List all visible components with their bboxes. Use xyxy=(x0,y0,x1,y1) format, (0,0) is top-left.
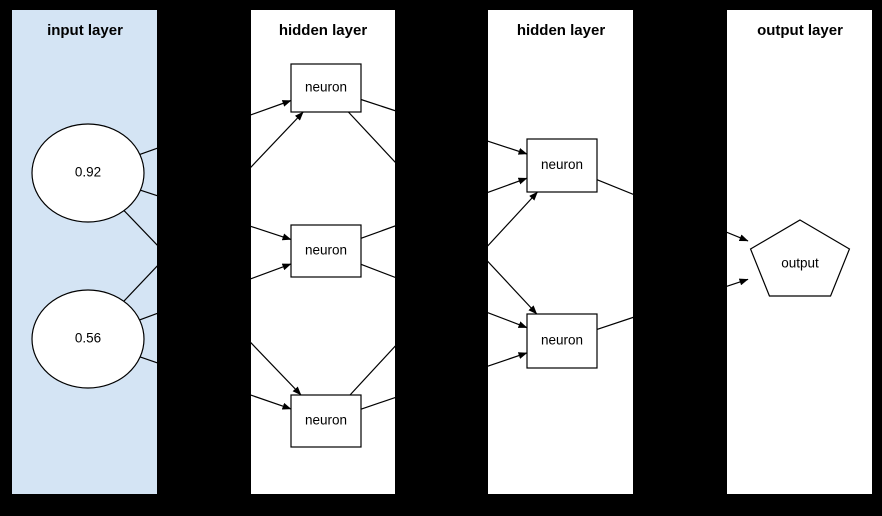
node-label-in2: 0.56 xyxy=(75,331,101,346)
node-out1[interactable] xyxy=(749,219,851,297)
node-h1a[interactable] xyxy=(290,63,362,113)
node-label-h1c: neuron xyxy=(305,413,347,428)
node-in1[interactable] xyxy=(31,123,145,223)
node-h1b[interactable] xyxy=(290,224,362,278)
node-label-h2b: neuron xyxy=(541,333,583,348)
node-h2a[interactable] xyxy=(526,138,598,193)
layer-title-input: input layer xyxy=(47,22,123,39)
layer-panels xyxy=(12,10,872,494)
node-h1c[interactable] xyxy=(290,394,362,448)
layer-title-output: output layer xyxy=(757,22,843,39)
layer-title-hidden2: hidden layer xyxy=(517,22,606,39)
network-nodes: 0.92 0.56 neuron neuron neuron neuron neuron ou… xyxy=(31,63,851,448)
layer-panel-input xyxy=(12,10,157,494)
node-h2b[interactable] xyxy=(526,313,598,369)
layer-title-hidden1: hidden layer xyxy=(279,22,368,39)
node-label-out1: output xyxy=(781,256,819,271)
layer-titles: input layer hidden layer hidden layer outpu… xyxy=(47,22,843,39)
node-in2[interactable] xyxy=(31,289,145,389)
connection-edges xyxy=(123,98,749,410)
layer-panel-hidden2 xyxy=(488,10,633,494)
node-label-in1: 0.92 xyxy=(75,165,101,180)
node-label-h1b: neuron xyxy=(305,243,347,258)
node-label-h1a: neuron xyxy=(305,80,347,95)
node-label-h2a: neuron xyxy=(541,157,583,172)
